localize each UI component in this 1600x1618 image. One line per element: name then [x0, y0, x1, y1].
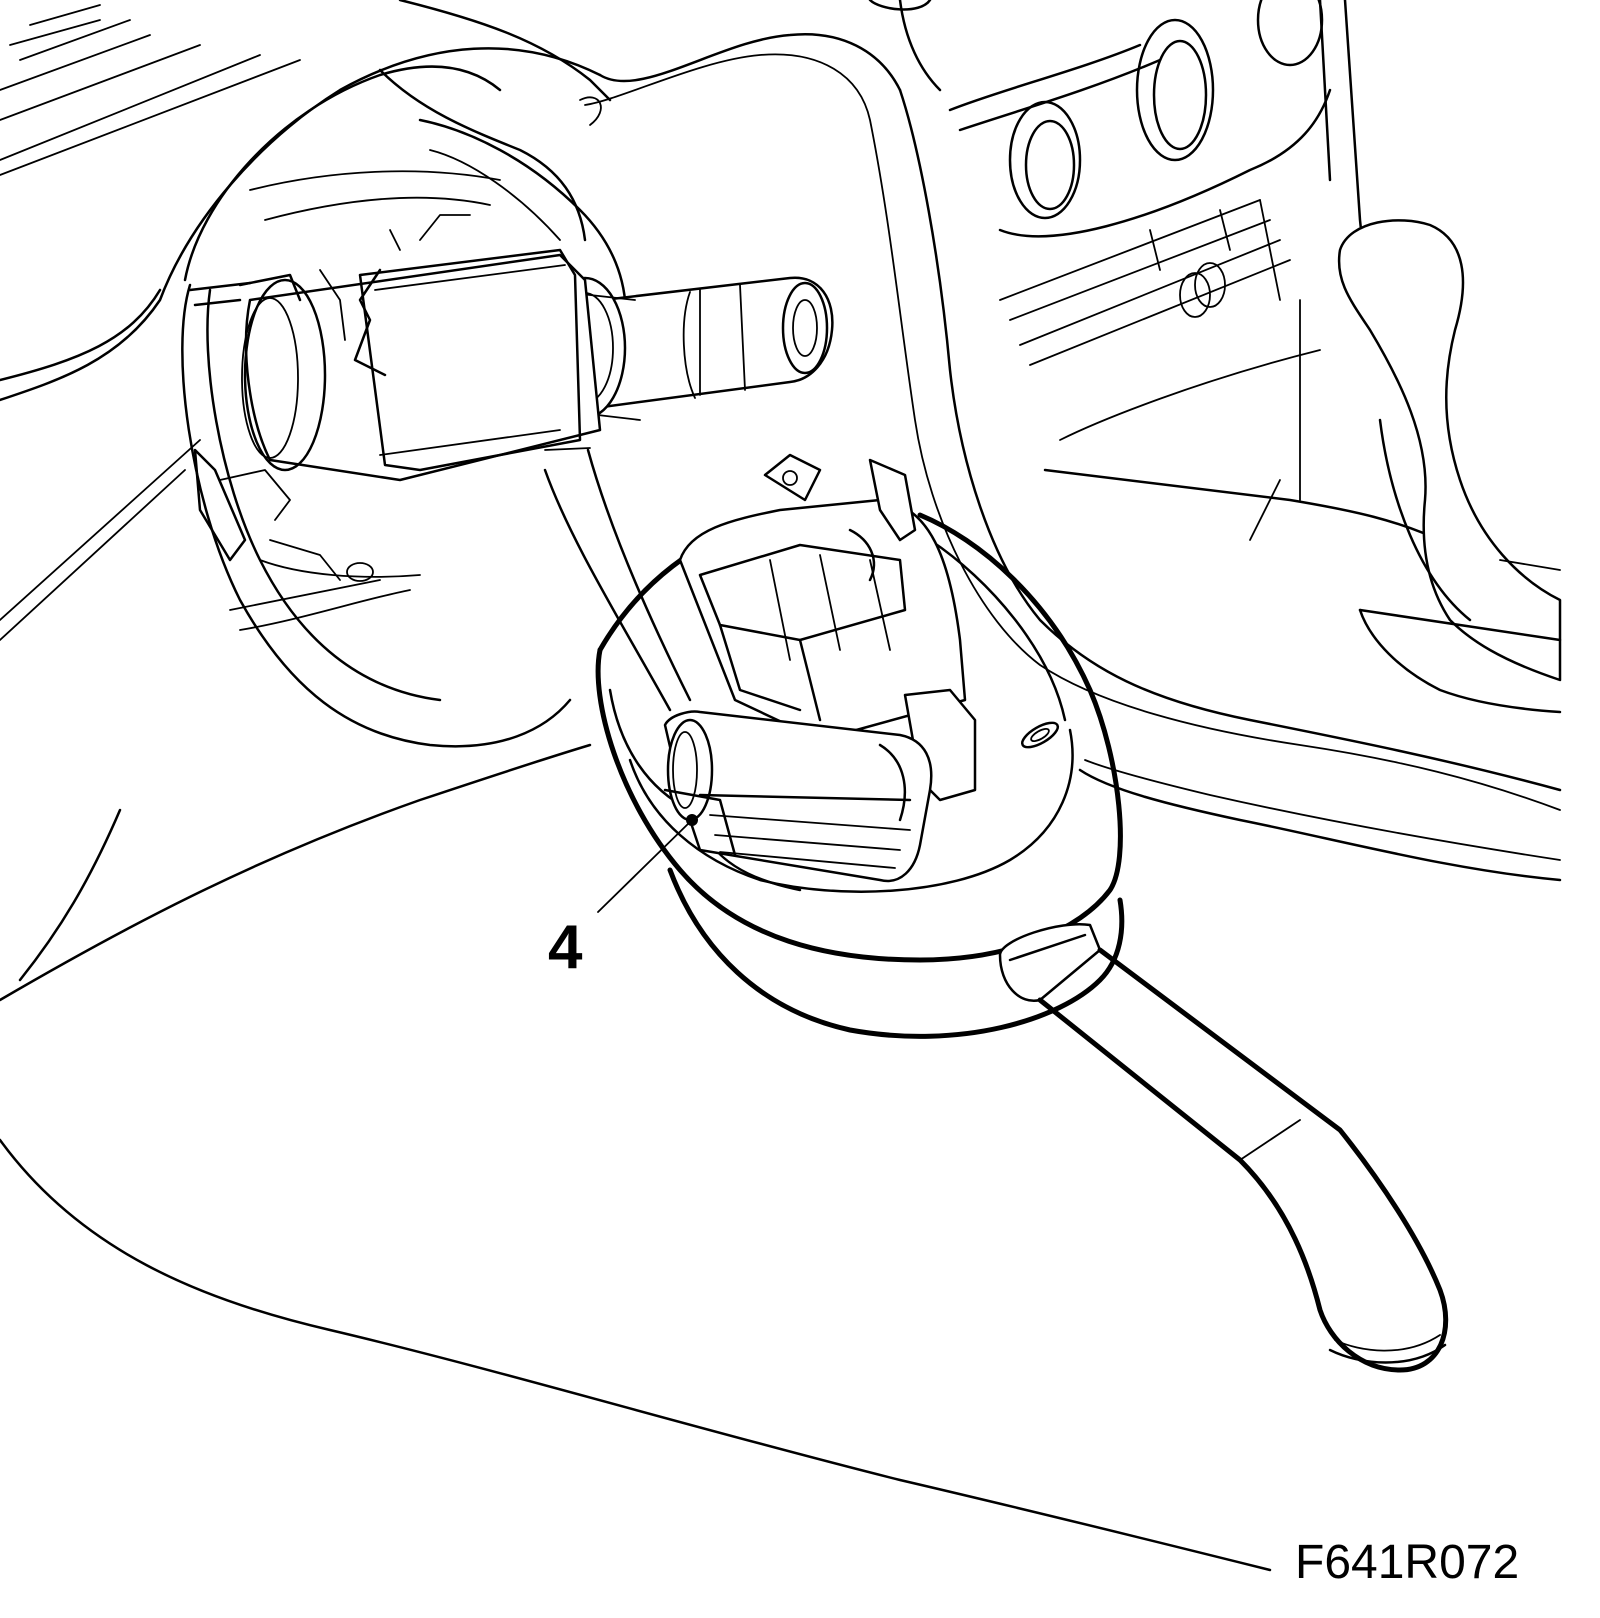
steering-column-housing [0, 65, 627, 748]
leader-line [597, 819, 693, 913]
connector-housing [678, 453, 977, 802]
lower-dash-panel [0, 743, 1272, 1572]
wiring-harness [543, 447, 692, 712]
figure-id: F641R072 [1295, 1536, 1519, 1589]
callout-label: 4 [548, 913, 583, 982]
dashboard-outline [0, 0, 1562, 882]
callout-4: 4 [548, 814, 698, 982]
column-switch-body [188, 214, 602, 482]
gear-selector [1337, 219, 1562, 714]
wiper-stalk [998, 922, 1449, 1373]
leader-dot [686, 814, 698, 826]
background-hatching [0, 4, 301, 176]
wiring-connector [663, 710, 933, 883]
